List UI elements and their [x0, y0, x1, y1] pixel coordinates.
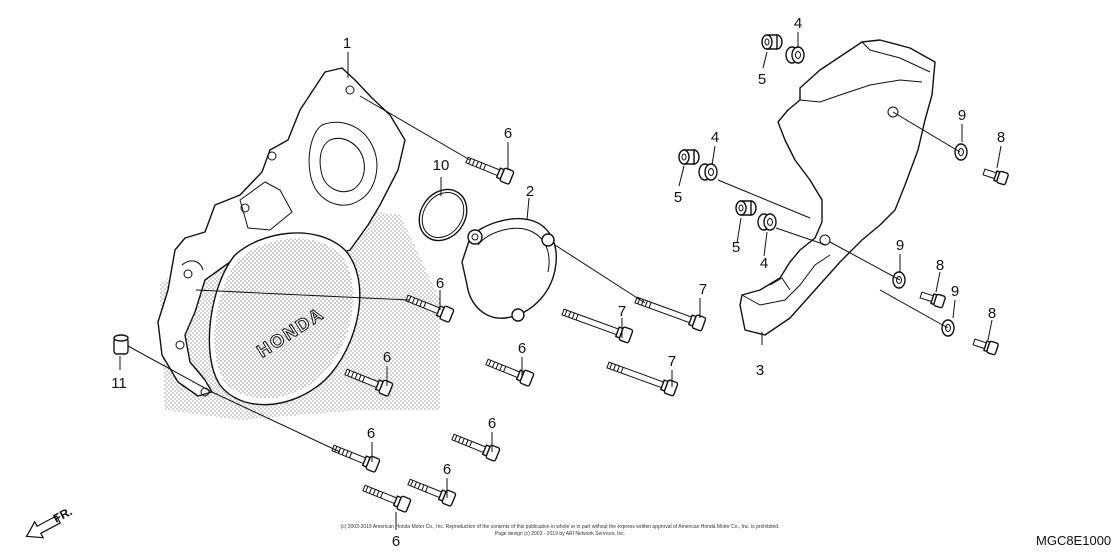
bolt-6-a — [463, 152, 515, 186]
grommet-4-b — [698, 163, 718, 181]
callout-2: 2 — [526, 183, 534, 200]
collar-5-c — [735, 200, 757, 216]
callout-6: 6 — [367, 425, 375, 442]
callout-6: 6 — [488, 415, 496, 432]
callout-7: 7 — [618, 303, 626, 320]
callout-4: 4 — [794, 15, 802, 32]
washer-9-a — [954, 143, 968, 161]
callout-4: 4 — [711, 129, 719, 146]
front-direction-indicator: FR. — [25, 504, 74, 539]
callout-8: 8 — [997, 129, 1005, 146]
dowel-pin — [113, 334, 129, 355]
bolt-6-f — [329, 440, 381, 474]
callout-numbers: 1 2 3 10 11 4 4 4 5 5 5 6 6 6 6 6 6 6 6 … — [111, 15, 1005, 550]
callout-7: 7 — [668, 353, 676, 370]
callout-4: 4 — [760, 255, 768, 272]
callout-11: 11 — [111, 375, 127, 392]
left-crankcase-cover: HONDA — [157, 67, 440, 420]
callout-5: 5 — [674, 189, 682, 206]
callout-9: 9 — [958, 107, 966, 124]
bolt-6-e — [449, 429, 501, 463]
sprocket-cover — [739, 39, 936, 336]
callout-8: 8 — [936, 257, 944, 274]
callout-6: 6 — [518, 340, 526, 357]
callout-1: 1 — [343, 35, 351, 52]
callout-9: 9 — [951, 283, 959, 300]
callout-5: 5 — [758, 71, 766, 88]
callout-7: 7 — [699, 281, 707, 298]
copyright-line-2: Page design (c) 2003 - 2019 by ARI Netwo… — [495, 531, 625, 537]
callout-3: 3 — [756, 362, 764, 379]
callout-6: 6 — [443, 461, 451, 478]
bolt-7-a — [632, 292, 707, 332]
callout-5: 5 — [732, 239, 740, 256]
front-arrow-icon — [25, 515, 62, 539]
diagram-code: MGC8E1000 — [1036, 533, 1111, 548]
copyright-line-1: (c) 2003-2019 American Honda Motor Co., … — [341, 524, 780, 530]
bolt-8-a — [981, 165, 1010, 186]
leader-lines — [119, 32, 1002, 530]
grommet-4-a — [785, 46, 805, 64]
bolt-6-g — [405, 474, 457, 508]
callout-10: 10 — [433, 157, 450, 174]
callout-6: 6 — [436, 275, 444, 292]
bolt-6-h — [360, 480, 412, 514]
bolt-8-b — [918, 288, 947, 309]
collar-5-b — [678, 149, 700, 165]
callout-6: 6 — [392, 533, 400, 550]
collar-5-a — [761, 34, 783, 50]
bolt-8-c — [971, 335, 1000, 356]
grommet-4-c — [757, 213, 777, 231]
generator-cover-cap — [461, 218, 557, 322]
o-ring — [418, 188, 468, 242]
bolt-6-c — [483, 354, 535, 388]
callout-6: 6 — [504, 125, 512, 142]
callout-8: 8 — [988, 305, 996, 322]
callout-9: 9 — [896, 237, 904, 254]
callout-6: 6 — [383, 349, 391, 366]
